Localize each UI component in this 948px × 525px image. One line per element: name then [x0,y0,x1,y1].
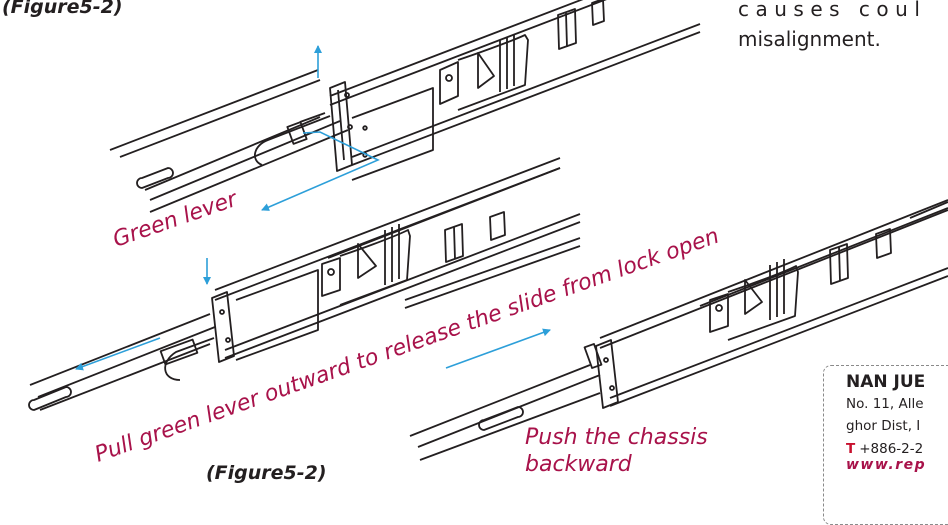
telephone: T+886-2-2 [846,441,948,457]
tel-number: +886-2-2 [859,441,924,457]
contact-box: NAN JUE No. 11, Alle ghor Dist, I T+886-… [823,365,948,525]
figure-label-bottom: (Figure5-2) [206,462,327,484]
right-rail-assembly [409,199,948,461]
website-link[interactable]: www.rep [846,457,927,473]
push-arrow [445,328,551,369]
address-line-2: ghor Dist, I [846,418,921,434]
direction-arrows [75,45,551,371]
top-rail-assembly [109,0,701,213]
green-lever-label: Green lever [110,186,242,252]
body-text-line-1: causes coul [738,0,927,21]
figure-label-top: (Figure5-2) [2,0,123,18]
address-line-1: No. 11, Alle [846,396,924,412]
company-name: NAN JUE [846,372,926,392]
green-lever-leader [261,131,380,211]
pull-arrow [75,337,161,371]
body-text-line-2: misalignment. [738,27,881,51]
tel-prefix: T [846,441,856,457]
push-label-line-1: Push the chassis [525,425,708,450]
rail-installation-illustration: Green lever Pull green lever outward to … [28,0,948,477]
middle-rail-assembly [28,157,581,411]
body-text: causes coul misalignment. [738,0,948,54]
push-label-line-2: backward [525,452,633,477]
